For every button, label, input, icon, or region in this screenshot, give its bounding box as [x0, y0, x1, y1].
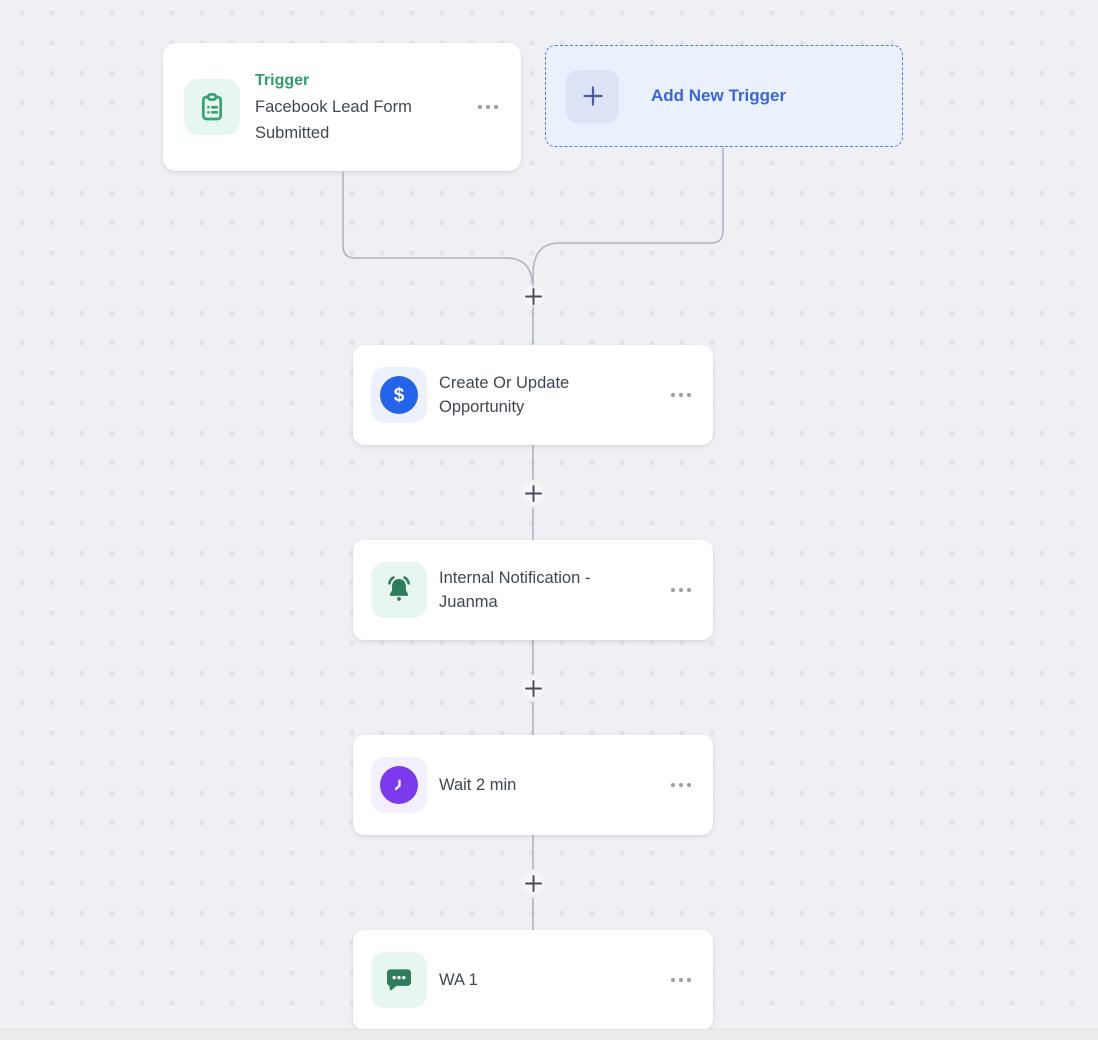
dollar-icon: $ — [371, 367, 427, 423]
add-new-trigger-label: Add New Trigger — [651, 86, 787, 105]
action-node-card[interactable]: Internal Notification - Juanma — [353, 540, 713, 640]
action-node-card[interactable]: Wait 2 min — [353, 735, 713, 835]
action-node-card[interactable]: WA 1 — [353, 930, 713, 1030]
trigger-menu-button[interactable] — [476, 99, 500, 115]
plus-icon — [566, 69, 619, 123]
clock-icon — [371, 757, 427, 813]
canvas-bottom-edge — [0, 1029, 1098, 1040]
trigger-badge: Trigger — [255, 72, 310, 89]
bell-icon — [371, 562, 427, 618]
action-menu-button[interactable] — [669, 582, 693, 598]
action-title: Create Or Update Opportunity — [439, 374, 570, 416]
add-new-trigger-button[interactable]: Add New Trigger — [545, 45, 903, 147]
action-menu-button[interactable] — [669, 777, 693, 793]
action-title: WA 1 — [439, 971, 478, 989]
action-menu-button[interactable] — [669, 387, 693, 403]
action-menu-button[interactable] — [669, 972, 693, 988]
add-step-button[interactable] — [520, 283, 546, 309]
action-title: Internal Notification - Juanma — [439, 569, 591, 611]
chat-bubble-icon — [371, 952, 427, 1008]
add-step-button[interactable] — [520, 480, 546, 506]
action-node-card[interactable]: $ Create Or Update Opportunity — [353, 345, 713, 445]
add-step-button[interactable] — [520, 675, 546, 701]
clipboard-icon — [184, 79, 240, 135]
trigger-title: Facebook Lead Form Submitted — [255, 98, 412, 142]
trigger-node-card[interactable]: Trigger Facebook Lead Form Submitted — [163, 43, 521, 171]
add-step-button[interactable] — [520, 870, 546, 896]
action-title: Wait 2 min — [439, 776, 517, 794]
